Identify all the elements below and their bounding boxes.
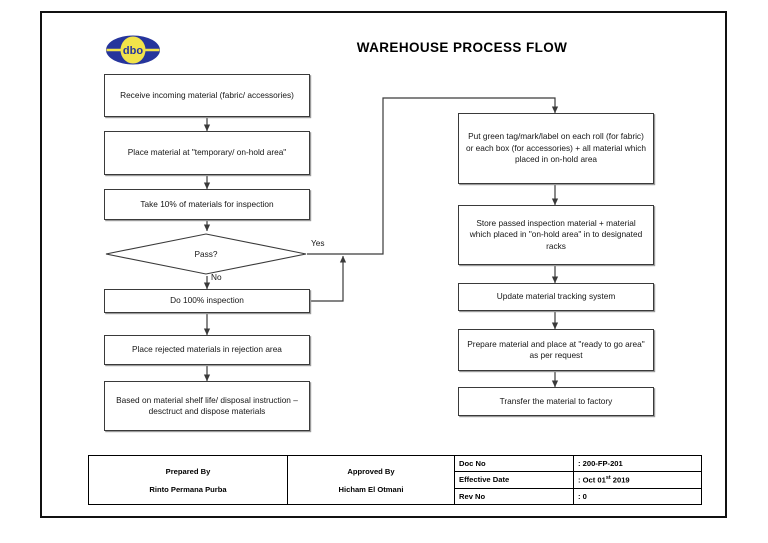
flow-node-store[interactable]: Store passed inspection material + mater… xyxy=(458,205,654,265)
footer-prepared-by-label: Prepared By xyxy=(165,466,211,476)
flow-node-label: Prepare material and place at "ready to … xyxy=(467,338,645,361)
flow-decision-pass[interactable]: Pass? xyxy=(105,233,307,275)
flow-node-label: Based on material shelf life/ disposal i… xyxy=(116,394,298,417)
footer-approved-by-cell: Approved By Hicham El Otmani xyxy=(287,455,455,505)
flow-node-dispose[interactable]: Based on material shelf life/ disposal i… xyxy=(104,381,310,431)
footer-effective-date-value: : Oct 01st 2019 xyxy=(573,471,702,489)
footer-effective-date-key: Effective Date xyxy=(454,471,574,489)
flow-node-label: Do 100% inspection xyxy=(170,295,244,306)
flow-node-label: Put green tag/mark/label on each roll (f… xyxy=(465,131,647,165)
flow-node-inspect100[interactable]: Do 100% inspection xyxy=(104,289,310,313)
footer-doc-no-value: : 200-FP-201 xyxy=(573,454,702,473)
flow-node-update[interactable]: Update material tracking system xyxy=(458,283,654,311)
flow-node-greentag[interactable]: Put green tag/mark/label on each roll (f… xyxy=(458,113,654,184)
dbo-logo: dbo xyxy=(105,33,161,67)
flow-node-rejected[interactable]: Place rejected materials in rejection ar… xyxy=(104,335,310,365)
footer-effective-date-year: 2019 xyxy=(610,475,630,485)
edge-label-yes: Yes xyxy=(311,238,325,248)
footer-effective-date-sup: st xyxy=(605,475,611,482)
footer-prepared-by-name: Rinto Permana Purba xyxy=(149,484,227,494)
footer-approved-by-name: Hicham El Otmani xyxy=(338,484,404,494)
footer-doc-no-key: Doc No xyxy=(454,454,574,473)
footer-prepared-by-cell: Prepared By Rinto Permana Purba xyxy=(88,455,288,505)
footer-signature-table: Prepared By Rinto Permana Purba Approved… xyxy=(88,454,702,506)
flow-node-transfer[interactable]: Transfer the material to factory xyxy=(458,387,654,416)
flow-node-prepare[interactable]: Prepare material and place at "ready to … xyxy=(458,329,654,371)
flow-node-label: Receive incoming material (fabric/ acces… xyxy=(120,89,294,100)
edge-label-no: No xyxy=(211,272,222,282)
flow-node-label: Update material tracking system xyxy=(496,291,616,302)
flow-node-label: Place rejected materials in rejection ar… xyxy=(132,344,282,355)
svg-text:dbo: dbo xyxy=(123,45,143,57)
footer-rev-no-value: : 0 xyxy=(573,487,702,506)
footer-approved-by-label: Approved By xyxy=(347,466,395,476)
flow-node-label: Store passed inspection material + mater… xyxy=(469,217,643,251)
footer-rev-no-key: Rev No xyxy=(454,487,574,506)
footer-effective-date-main: : Oct 01 xyxy=(578,475,606,485)
flow-node-take10[interactable]: Take 10% of materials for inspection xyxy=(104,189,310,220)
flow-node-temporary[interactable]: Place material at "temporary/ on-hold ar… xyxy=(104,131,310,175)
flow-node-receive[interactable]: Receive incoming material (fabric/ acces… xyxy=(104,74,310,117)
page-title: WAREHOUSE PROCESS FLOW xyxy=(356,40,568,55)
flow-node-label: Place material at "temporary/ on-hold ar… xyxy=(127,147,287,158)
flow-decision-label: Pass? xyxy=(194,249,218,259)
flow-node-label: Take 10% of materials for inspection xyxy=(140,198,274,209)
flow-node-label: Transfer the material to factory xyxy=(499,395,613,406)
